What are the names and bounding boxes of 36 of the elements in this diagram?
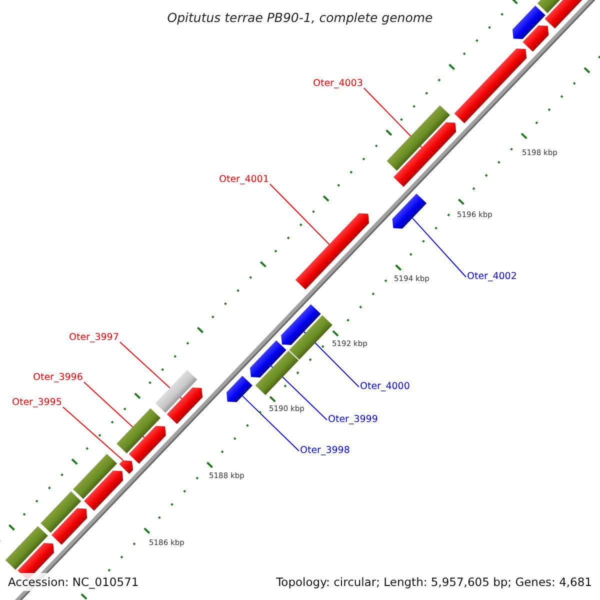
gene-label: Oter_3998	[300, 445, 350, 457]
gene-block	[281, 304, 321, 345]
gene-label: Oter_3995	[12, 397, 62, 409]
gene-label: Oter_3996	[33, 372, 83, 384]
gene-block	[84, 470, 124, 511]
feature-bar	[73, 454, 118, 499]
gene-label: Oter_4000	[360, 381, 410, 393]
feature-bar	[116, 408, 161, 454]
gene-block	[250, 340, 286, 378]
gene-block	[393, 122, 456, 187]
gene-block	[295, 213, 370, 290]
gene-block	[512, 6, 546, 40]
leader-line	[62, 406, 124, 461]
leader-line	[242, 395, 300, 452]
gene-block	[454, 48, 527, 124]
gene-label: Oter_4002	[467, 271, 517, 283]
gene-block	[522, 25, 549, 52]
feature-bar	[40, 491, 82, 533]
feature-bar	[386, 105, 450, 171]
leader-line	[412, 218, 466, 278]
feature-bar	[155, 370, 198, 413]
gene-block	[226, 376, 252, 402]
gene-label: Oter_3999	[328, 414, 378, 426]
gene-block	[119, 460, 134, 474]
feature-bar	[255, 350, 299, 396]
gene-label: Oter_3997	[69, 332, 119, 344]
gene-block	[128, 426, 166, 464]
title: Opitutus terrae PB90-1, complete genome	[166, 10, 434, 25]
feature-bar	[289, 315, 332, 360]
leader-line	[269, 184, 330, 245]
gene-block	[392, 194, 427, 229]
gene-block	[51, 508, 88, 545]
gene-label: Oter_4003	[313, 78, 363, 90]
gene-label: Oter_4001	[219, 174, 269, 186]
feature-bar	[5, 526, 48, 570]
gene-block	[166, 388, 203, 424]
